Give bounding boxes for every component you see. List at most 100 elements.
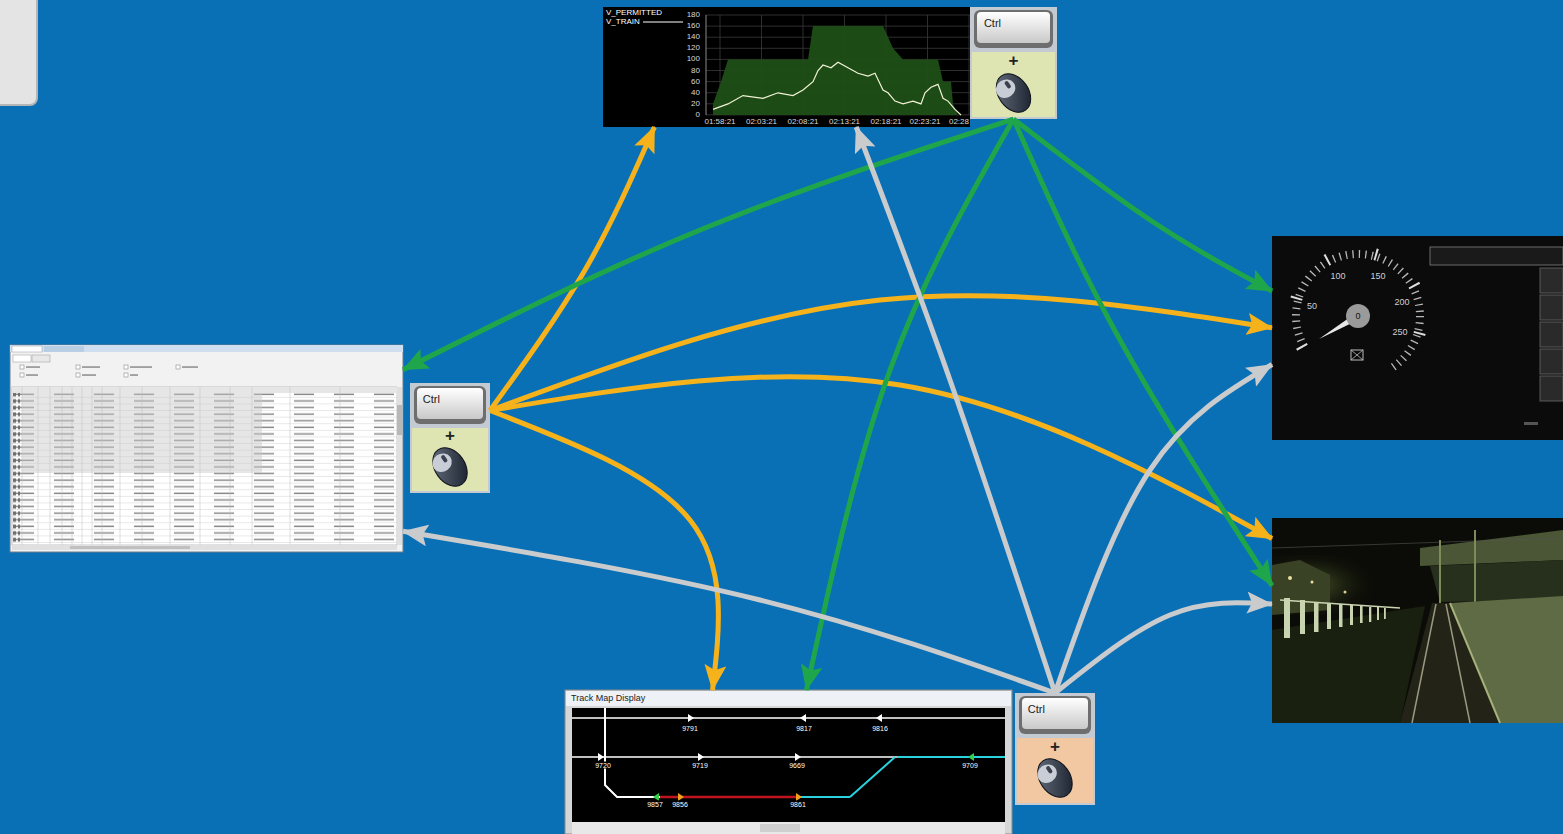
key-label: Ctrl — [423, 393, 440, 404]
track-map-screenshot — [572, 717, 1005, 719]
speed-scale-number: 200 — [1394, 298, 1409, 307]
event-table-screenshot — [12, 387, 397, 545]
dmi-screenshot — [1540, 322, 1563, 347]
event-table-screenshot — [397, 405, 402, 435]
event-table-screenshot — [10, 345, 403, 552]
event-table-screenshot — [182, 366, 198, 368]
cab-video-screenshot — [1272, 538, 1563, 548]
event-table-screenshot — [22, 387, 340, 545]
ctrl-click-icon — [410, 383, 490, 493]
track-map-screenshot — [605, 708, 660, 797]
event-table-screenshot — [230, 387, 231, 545]
event-table-screenshot — [13, 355, 31, 362]
axis-tick: 0 — [696, 111, 700, 119]
corner-tab — [0, 0, 37, 105]
event-table-screenshot — [22, 387, 23, 545]
track-section-id: 9856 — [671, 801, 689, 808]
speed-chart-screenshot — [706, 15, 970, 16]
cab-video — [1272, 518, 1563, 723]
track-map-screenshot — [566, 691, 1011, 706]
cab-video-screenshot — [1412, 604, 1436, 723]
cab-video-screenshot — [1272, 606, 1425, 723]
dmi-screenshot — [1430, 247, 1563, 265]
cab-video-screenshot — [1344, 591, 1347, 594]
event-table-screenshot — [176, 365, 180, 369]
event-table-screenshot — [13, 393, 20, 543]
event-table-screenshot — [44, 346, 84, 352]
track-section-id: 9709 — [961, 762, 979, 769]
ctrl-click-icon: Ctrl+ — [970, 7, 1057, 119]
track-map-screenshot — [968, 753, 974, 761]
track-map-screenshot — [795, 753, 801, 761]
cab-video-screenshot — [1439, 540, 1441, 605]
cab-video-screenshot — [1339, 604, 1343, 627]
plus-sign: + — [1050, 738, 1060, 755]
event-table-screenshot — [12, 545, 397, 550]
window-title: Track Map Display — [571, 694, 645, 703]
track-map-screenshot — [876, 714, 882, 722]
track-section-id: 9816 — [871, 725, 889, 732]
cab-video-screenshot — [1272, 518, 1563, 723]
event-table-screenshot — [26, 366, 40, 368]
connector-arrow — [1055, 603, 1272, 693]
dmi-screenshot — [1272, 236, 1563, 440]
track-section-id: 9791 — [681, 725, 699, 732]
cab-video-screenshot — [1474, 530, 1476, 603]
track-map-screenshot — [598, 714, 882, 761]
dmi-screenshot — [1540, 268, 1563, 293]
cab-video-screenshot — [1350, 605, 1353, 625]
event-table-screenshot — [72, 387, 73, 545]
event-table-screenshot — [124, 365, 128, 369]
event-table-screenshot — [26, 366, 198, 376]
ctrl-click-icon — [970, 7, 1057, 119]
ctrl-click-icon — [1019, 696, 1091, 734]
ctrl-click-icon: Ctrl+ — [410, 383, 490, 493]
event-table-screenshot — [340, 387, 341, 545]
speed-scale-number: 0 — [1355, 312, 1360, 321]
dmi-screenshot — [1351, 350, 1363, 360]
ctrl-click-icon — [977, 12, 1050, 43]
event-table-screenshot — [82, 366, 100, 368]
cab-video-screenshot — [1430, 560, 1563, 602]
event-table-screenshot — [62, 387, 63, 545]
event-table-screenshot — [76, 365, 80, 369]
speed-chart-screenshot — [603, 7, 970, 127]
event-table-screenshot — [10, 345, 403, 352]
track-map-screenshot — [572, 708, 1005, 822]
time-tick: 02:23:21 — [909, 118, 940, 126]
event-table-screenshot — [70, 546, 190, 549]
cab-video-screenshot — [1384, 608, 1386, 619]
time-tick: 02:03:21 — [746, 118, 777, 126]
event-table-screenshot — [170, 387, 171, 545]
ctrl-click-icon — [1022, 698, 1088, 729]
connector-arrow — [403, 119, 1014, 370]
cab-video-screenshot — [1369, 607, 1371, 622]
cab-video-screenshot — [1450, 603, 1500, 723]
event-table-screenshot — [102, 387, 103, 545]
event-table-screenshot — [26, 374, 38, 376]
track-map-screenshot — [572, 822, 1005, 834]
time-tick: 02:18:21 — [870, 118, 901, 126]
event-table-screenshot — [20, 373, 24, 377]
dmi-screenshot — [1524, 422, 1538, 425]
ctrl-click-icon — [426, 441, 475, 493]
connector-arrow — [856, 127, 1055, 693]
axis-tick: 120 — [687, 44, 700, 52]
event-table-screenshot — [50, 387, 51, 545]
event-table-screenshot — [76, 373, 80, 377]
time-tick: 02:08:21 — [787, 118, 818, 126]
track-map-screenshot — [598, 753, 604, 761]
connector-arrow — [1014, 119, 1273, 586]
cab-video-screenshot — [1360, 606, 1363, 623]
track-map-screenshot — [850, 757, 895, 797]
ctrl-click-icon — [1015, 693, 1095, 805]
time-tick: 01:58:21 — [704, 118, 735, 126]
speed-chart-screenshot — [706, 15, 707, 115]
dmi-screenshot — [1292, 316, 1400, 392]
corner-tab — [0, 0, 37, 105]
track-map-screenshot — [800, 796, 850, 798]
ctrl-click-icon — [1017, 738, 1093, 803]
event-table-screenshot — [290, 387, 291, 545]
